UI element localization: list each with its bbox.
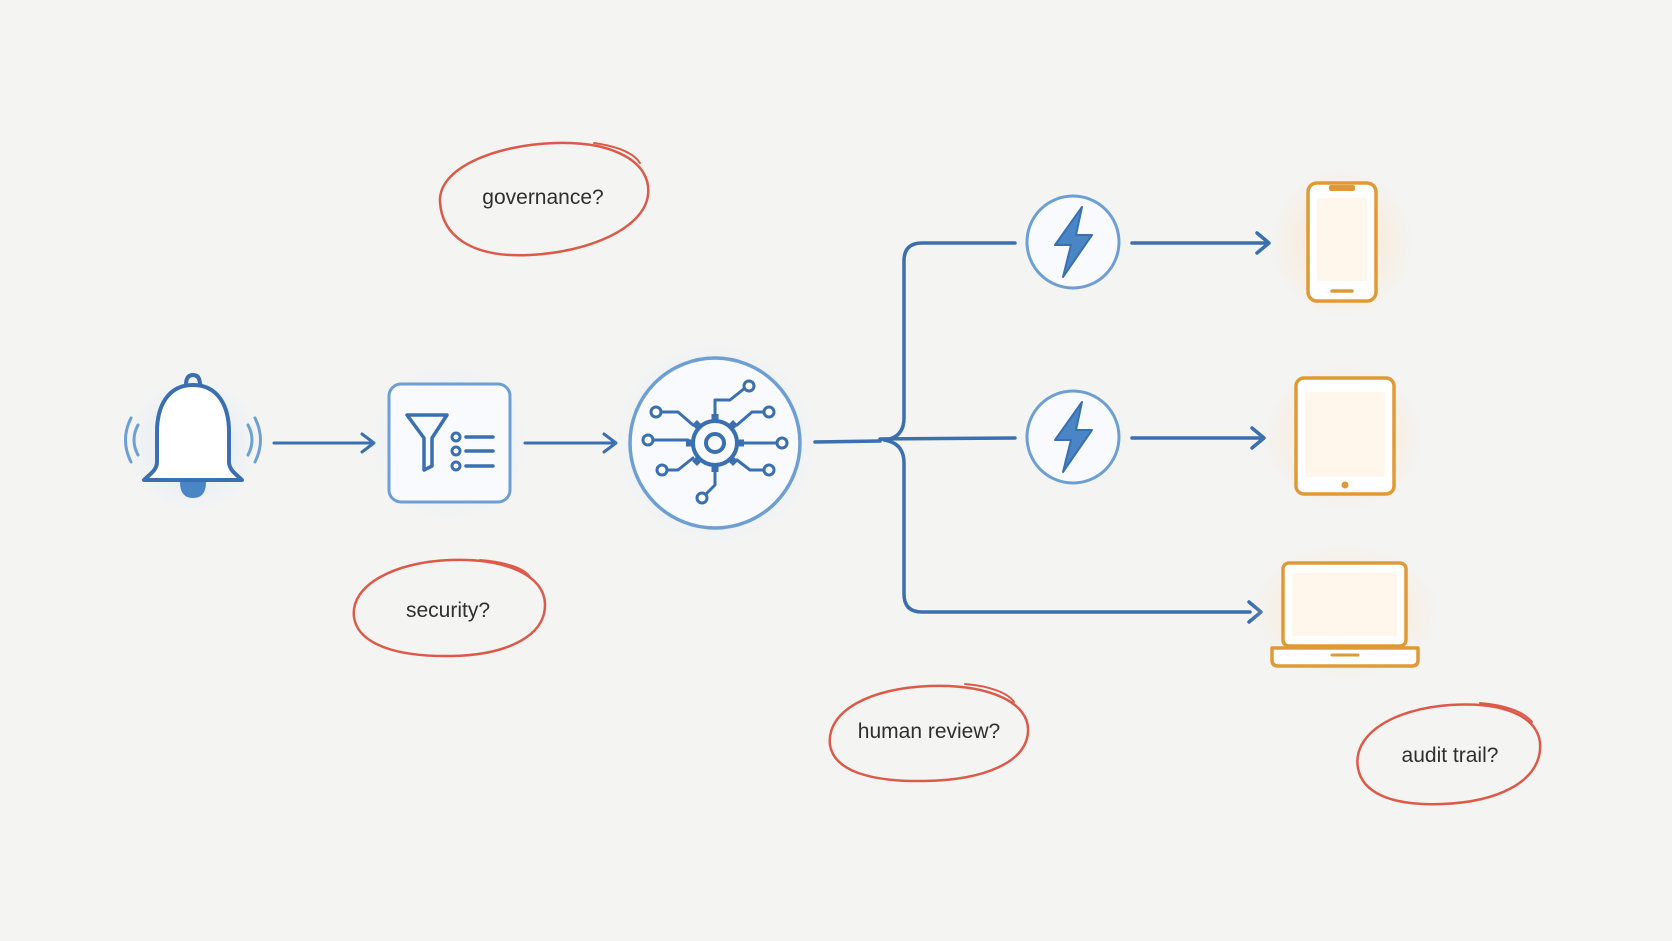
lightning-icon (1025, 194, 1121, 290)
gear-tooth (727, 455, 738, 466)
bell-icon (124, 372, 262, 513)
arrow-bell-to-filter (272, 432, 376, 454)
lightning-icon (1025, 389, 1121, 485)
gear-tooth (692, 420, 703, 431)
branch-connectors (813, 241, 1252, 614)
gear-circuit-icon (612, 340, 818, 546)
note-label-audit-trail: audit trail? (1402, 744, 1499, 767)
note-audit-trail: audit trail? (1356, 702, 1542, 806)
filter-list-icon (369, 363, 529, 523)
arrow-trigger-to-tablet (1130, 426, 1266, 450)
tablet-icon (1264, 362, 1424, 512)
arrow-trigger-to-phone (1130, 231, 1271, 255)
laptop-icon (1250, 544, 1440, 680)
smartphone-icon (1270, 168, 1414, 318)
arrow-filter-to-processor (523, 432, 618, 454)
gear-tooth (727, 420, 738, 431)
gear-tooth (692, 455, 703, 466)
note-human-review: human review? (828, 683, 1030, 783)
note-label-security: security? (406, 599, 490, 622)
note-security: security? (352, 558, 547, 658)
note-label-governance: governance? (482, 186, 603, 209)
note-label-human-review: human review? (858, 720, 1000, 743)
note-governance: governance? (438, 141, 650, 257)
